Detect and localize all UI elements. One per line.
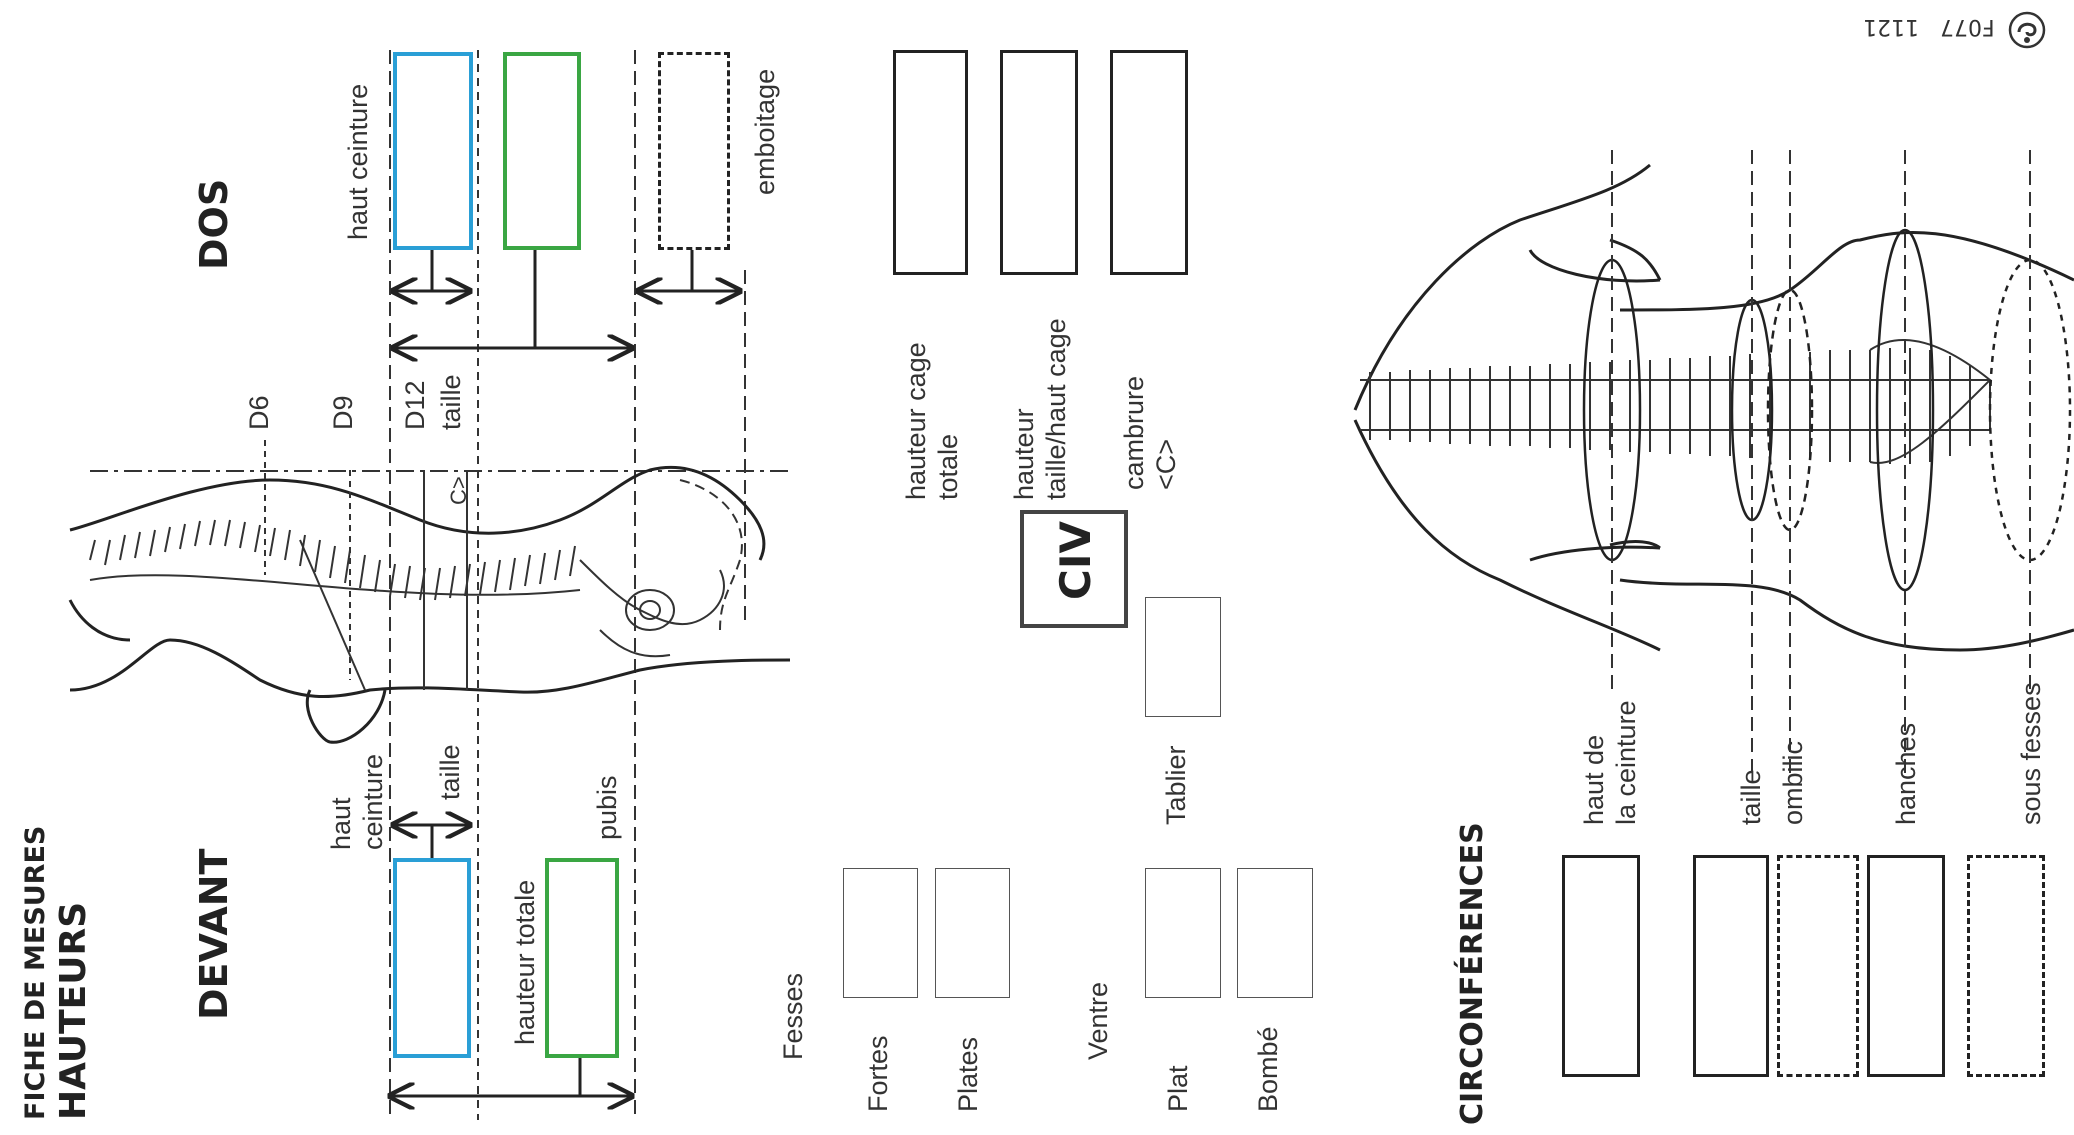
civ-label: CIV (1051, 521, 1100, 600)
devant-taille-label: taille (435, 744, 465, 800)
fesses-fortes-box[interactable] (843, 868, 918, 998)
form-title: FICHE DE MESURES (20, 825, 51, 1120)
sous-fesses-box[interactable] (1967, 855, 2045, 1077)
level-d6-label: D6 (244, 395, 274, 430)
tablier-box[interactable] (1145, 597, 1221, 717)
haut-de-la-ceinture-box[interactable] (1562, 855, 1640, 1077)
ventre-title: Ventre (1083, 981, 1113, 1060)
dos-haut-ceinture-box[interactable] (393, 52, 473, 250)
devant-haut-ceinture-box[interactable] (393, 858, 471, 1058)
form-code: F077 1121 (1863, 14, 1995, 39)
sous-fesses-label: sous fesses (2016, 682, 2046, 825)
devant-haut-ceinture-label: haut ceinture (326, 753, 389, 850)
pubis-label: pubis (592, 775, 622, 840)
hauteur-taille-haut-cage-box[interactable] (1000, 50, 1078, 275)
dos-hauteur-box[interactable] (503, 52, 581, 250)
fesses-title: Fesses (778, 972, 808, 1060)
ventre-plat-box[interactable] (1145, 868, 1221, 998)
fesses-option-fortes: Fortes (863, 1035, 893, 1112)
hanches-box[interactable] (1867, 855, 1945, 1077)
hauteur-cage-totale-label: hauteur cage totale (901, 342, 964, 500)
emboitage-label: emboitage (750, 68, 780, 195)
hauteur-taille-haut-cage-label: hauteur taille/haut cage (1009, 318, 1072, 500)
level-d12-label: D12 (400, 380, 430, 430)
circ-taille-label: taille (1736, 769, 1766, 825)
tablier-label: Tablier (1161, 745, 1191, 825)
hauteur-cage-totale-box[interactable] (893, 50, 968, 275)
fesses-plates-box[interactable] (935, 868, 1010, 998)
civ-box[interactable] (1020, 510, 1128, 628)
section-title: HAUTEURS (53, 901, 94, 1120)
level-d9-label: D9 (328, 395, 358, 430)
ombilic-box[interactable] (1777, 855, 1859, 1077)
level-c-label: C> (446, 476, 471, 505)
hanches-label: hanches (1891, 722, 1921, 825)
cambrure-label: cambrure <C> (1119, 375, 1182, 490)
devant-title: DEVANT (192, 848, 236, 1020)
dos-taille-label: taille (436, 374, 466, 430)
ombilic-label: ombilic (1778, 740, 1808, 825)
hauteur-totale-label: hauteur totale (510, 879, 540, 1045)
ventre-option-bombe: Bombé (1253, 1026, 1283, 1112)
circonferences-title: CIRCONFÉRENCES (1455, 822, 1490, 1125)
dos-title: DOS (192, 178, 236, 270)
devant-hauteur-totale-box[interactable] (545, 858, 619, 1058)
dos-haut-ceinture-label: haut ceinture (343, 83, 373, 240)
fesses-option-plates: Plates (953, 1036, 983, 1112)
circ-taille-box[interactable] (1693, 855, 1769, 1077)
haut-de-la-ceinture-label: haut de la ceinture (1579, 700, 1642, 825)
ventre-bombe-box[interactable] (1237, 868, 1313, 998)
swirl-logo-icon (2008, 11, 2046, 49)
ventre-option-plat: Plat (1163, 1065, 1193, 1112)
cambrure-box[interactable] (1110, 50, 1188, 275)
emboitage-box[interactable] (658, 52, 730, 250)
